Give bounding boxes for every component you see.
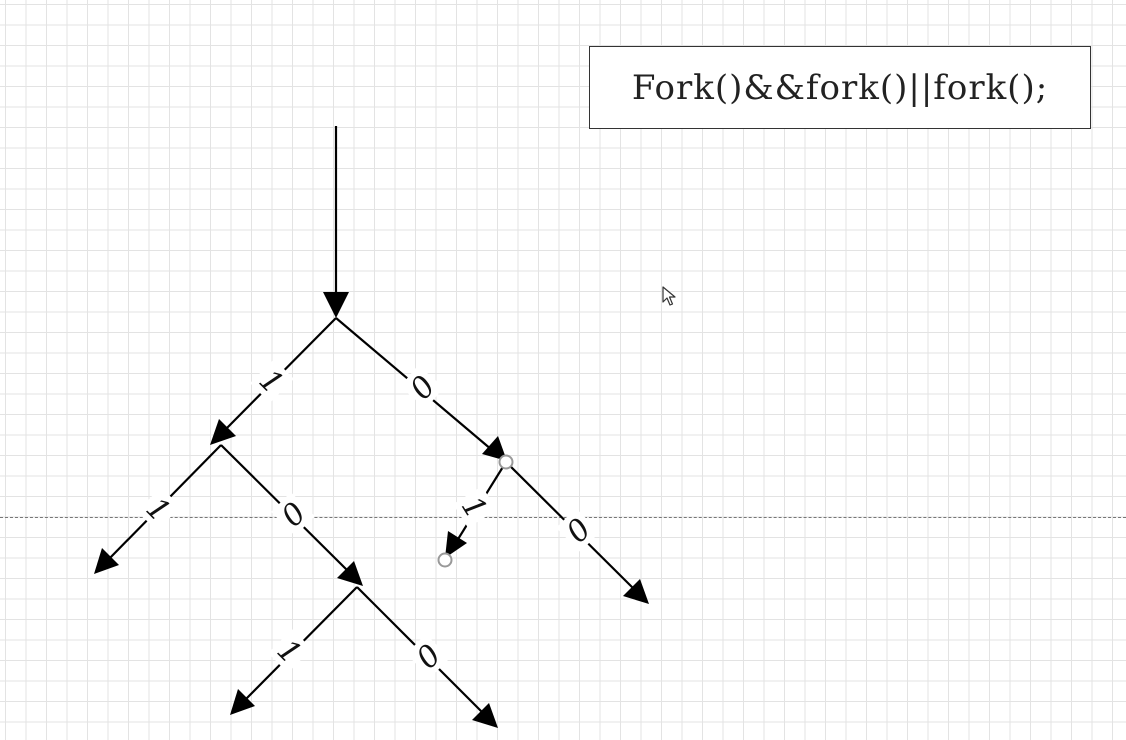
edge-label-right-false: 0: [560, 512, 598, 550]
edge-bottom-false-arrowhead: [472, 703, 498, 728]
label-bg: [250, 359, 294, 403]
edge-label-left-false: 0: [275, 496, 313, 534]
code-text-box[interactable]: Fork()&&fork()||fork();: [589, 46, 1091, 129]
label-bg: [453, 486, 497, 528]
edge-root-false-arrowhead: [482, 436, 507, 461]
code-expression-text: Fork()&&fork()||fork();: [631, 67, 1049, 108]
label-bg: [399, 365, 445, 409]
edge-label-bottom-true: 1: [270, 633, 308, 671]
connector-start-handle[interactable]: [498, 454, 514, 470]
edge-right-false-arrowhead: [623, 579, 649, 604]
label-bg: [406, 634, 450, 678]
edge-bottom-true-arrowhead: [230, 689, 255, 715]
label-bg: [268, 629, 312, 673]
connector-end-handle[interactable]: [437, 552, 453, 568]
entry-arrowhead: [323, 292, 349, 318]
mouse-pointer-icon: [662, 286, 676, 306]
label-bg: [271, 492, 315, 536]
edge-left-true-arrowhead: [94, 548, 119, 574]
edge-left-false-arrowhead: [337, 561, 363, 586]
edge-right-true-arrowhead: [445, 531, 467, 558]
edge-root-true-arrowhead: [210, 419, 236, 445]
label-bg: [556, 508, 600, 552]
edge-label-bottom-false: 0: [410, 638, 448, 676]
label-bg: [137, 487, 181, 531]
